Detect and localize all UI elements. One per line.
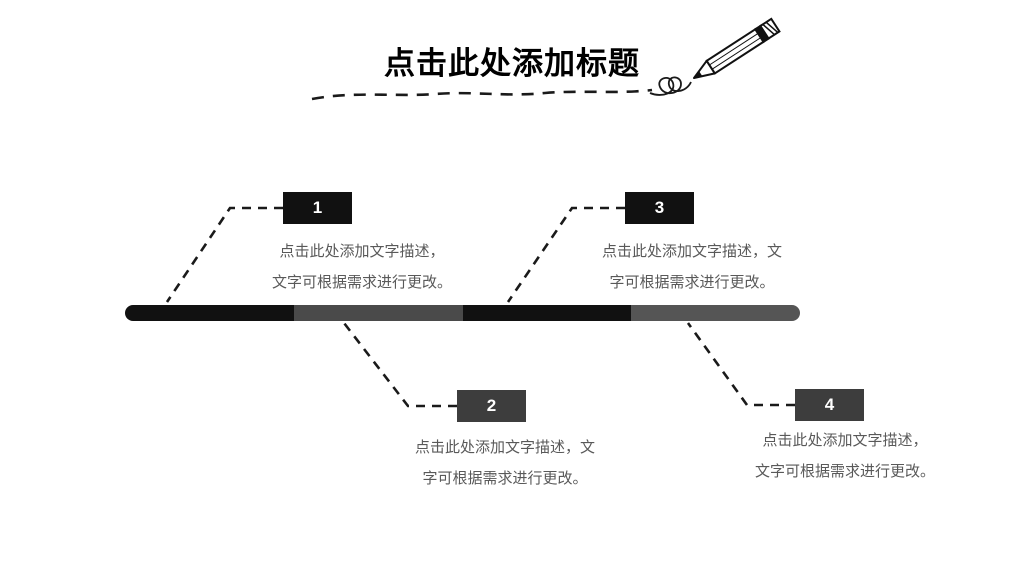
step-desc-3[interactable]: 点击此处添加文字描述，文 字可根据需求进行更改。 — [570, 236, 814, 298]
desc-line: 点击此处添加文字描述，文 — [414, 439, 595, 456]
step-desc-4[interactable]: 点击此处添加文字描述， 文字可根据需求进行更改。 — [723, 425, 967, 487]
step-badge-4: 4 — [795, 389, 864, 421]
timeline-segment-4 — [631, 305, 800, 321]
title-underline-squiggle — [311, 88, 653, 101]
timeline-segment-3 — [462, 305, 632, 321]
connector-step-2 — [342, 322, 457, 408]
desc-line: 文字可根据需求进行更改。 — [271, 274, 452, 291]
desc-line: 点击此处添加文字描述，文 — [601, 243, 782, 260]
desc-line: 文字可根据需求进行更改。 — [754, 463, 935, 480]
desc-line: 字可根据需求进行更改。 — [609, 274, 775, 291]
slide-title[interactable]: 点击此处添加标题 — [384, 46, 640, 81]
step-badge-2: 2 — [457, 390, 526, 422]
pencil-scribble — [649, 76, 692, 96]
step-desc-1[interactable]: 点击此处添加文字描述， 文字可根据需求进行更改。 — [240, 236, 484, 298]
step-badge-1: 1 — [283, 192, 352, 224]
desc-line: 点击此处添加文字描述， — [762, 432, 928, 449]
pencil-icon — [693, 17, 781, 79]
timeline-segment-2 — [293, 305, 463, 321]
timeline-segment-1 — [125, 305, 294, 321]
connector-step-4 — [686, 322, 795, 407]
desc-line: 字可根据需求进行更改。 — [422, 470, 588, 487]
timeline-bar — [125, 305, 800, 321]
step-desc-2[interactable]: 点击此处添加文字描述，文 字可根据需求进行更改。 — [383, 432, 627, 494]
desc-line: 点击此处添加文字描述， — [279, 243, 445, 260]
connector-step-3 — [506, 206, 625, 303]
step-badge-3: 3 — [625, 192, 694, 224]
connector-step-1 — [165, 206, 283, 303]
